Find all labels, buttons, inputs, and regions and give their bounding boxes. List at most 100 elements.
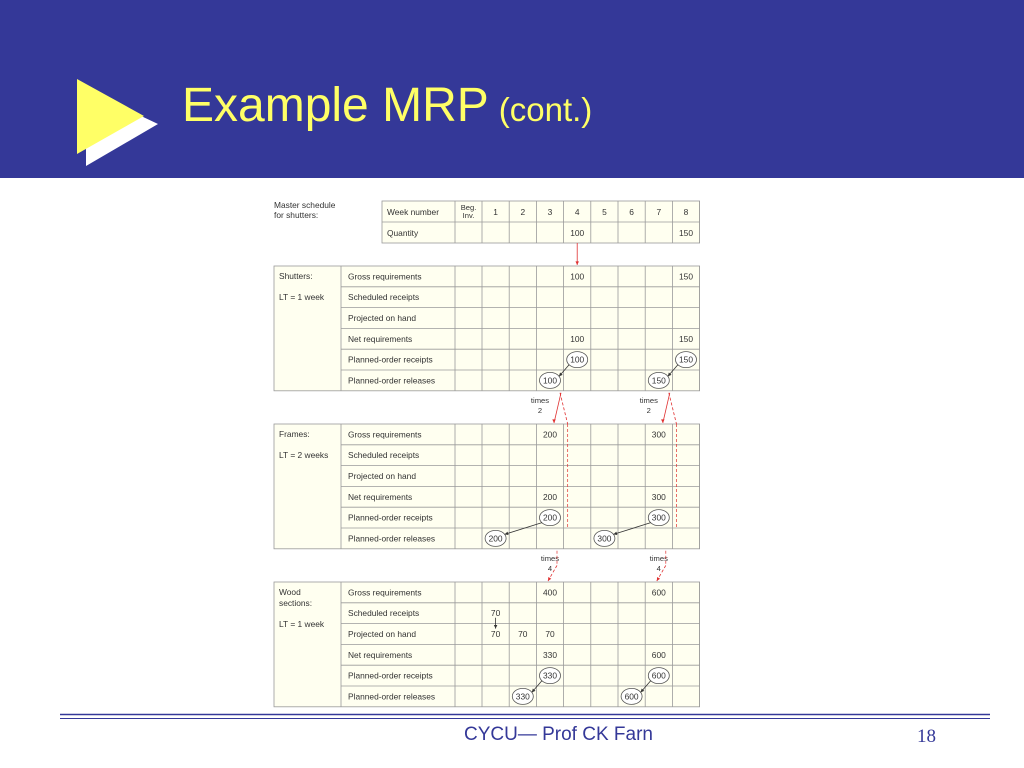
slide-title: Example MRP(cont.) bbox=[182, 78, 592, 133]
row-label: Scheduled receipts bbox=[348, 608, 419, 618]
week-number: 3 bbox=[548, 207, 553, 217]
cell-value: 600 bbox=[652, 671, 666, 681]
footer-credit: CYCU— Prof CK Farn bbox=[464, 724, 653, 745]
circled-value-ring bbox=[620, 687, 643, 705]
offset-arrow-head bbox=[667, 372, 672, 377]
cell-value: 330 bbox=[543, 650, 557, 660]
master-quantity-value: 100 bbox=[570, 228, 584, 238]
row-label: Gross requirements bbox=[348, 587, 422, 597]
demand-link-head bbox=[575, 261, 579, 265]
master-schedule-label: for shutters: bbox=[274, 210, 318, 220]
multiplier-word: times bbox=[531, 396, 549, 405]
cell-value: 150 bbox=[679, 334, 693, 344]
multiplier-value: 2 bbox=[647, 406, 651, 415]
circled-value-ring bbox=[539, 667, 561, 685]
multiplier-value: 2 bbox=[538, 406, 542, 415]
circled-value-ring bbox=[647, 509, 670, 527]
beg-inv-label: Beg. bbox=[461, 203, 477, 212]
cell-value: 300 bbox=[597, 533, 611, 543]
row-label: Planned-order receipts bbox=[348, 355, 433, 365]
row-label: Planned-order receipts bbox=[348, 513, 433, 523]
explosion-link bbox=[559, 392, 569, 425]
row-label: Projected on hand bbox=[348, 313, 416, 323]
row-label: Planned-order releases bbox=[348, 533, 435, 543]
circled-value-ring bbox=[539, 509, 561, 527]
week-number: 5 bbox=[602, 207, 607, 217]
item-lead-time: LT = 1 week bbox=[279, 292, 325, 302]
play-arrow-icon bbox=[77, 79, 158, 166]
multiplier-value: 4 bbox=[548, 564, 552, 573]
cell-value: 600 bbox=[652, 587, 666, 597]
cell-value: 200 bbox=[489, 533, 503, 543]
title-text: Example MRP bbox=[182, 79, 489, 132]
cell-value: 200 bbox=[543, 429, 557, 439]
week-number: 1 bbox=[493, 207, 498, 217]
cell-value: 600 bbox=[652, 650, 666, 660]
week-number: 7 bbox=[656, 207, 661, 217]
offset-arrow bbox=[504, 522, 543, 535]
cell-value: 150 bbox=[679, 355, 693, 365]
cell-value: 100 bbox=[570, 355, 584, 365]
circled-value-ring bbox=[675, 351, 697, 369]
cell-value: 200 bbox=[543, 513, 557, 523]
explosion-link bbox=[553, 392, 562, 424]
slide-header bbox=[0, 0, 1024, 178]
cell-value: 330 bbox=[543, 671, 557, 681]
week-number: 8 bbox=[684, 207, 689, 217]
cell-value: 300 bbox=[652, 492, 666, 502]
cell-value: 70 bbox=[518, 629, 528, 639]
receipt-arrow-head bbox=[493, 624, 498, 629]
row-label: Projected on hand bbox=[348, 471, 416, 481]
circled-value-ring bbox=[647, 667, 670, 685]
offset-arrow-head bbox=[559, 372, 563, 377]
multiplier-word: times bbox=[640, 396, 658, 405]
explosion-link bbox=[662, 392, 671, 424]
row-label: Gross requirements bbox=[348, 429, 422, 439]
multiplier-word: times bbox=[650, 554, 668, 563]
item-name: Frames: bbox=[279, 429, 310, 439]
row-label: Planned-order releases bbox=[348, 375, 435, 385]
row-label: Net requirements bbox=[348, 650, 412, 660]
beg-inv-label: Inv. bbox=[463, 211, 475, 220]
explosion-link-head bbox=[548, 577, 552, 581]
circled-value-ring bbox=[593, 529, 616, 547]
row-label: Planned-order receipts bbox=[348, 671, 433, 681]
item-name: Wood bbox=[279, 587, 301, 597]
title-subtitle: (cont.) bbox=[498, 91, 593, 128]
cell-value: 600 bbox=[625, 691, 639, 701]
cell-value: 150 bbox=[652, 375, 666, 385]
multiplier-value: 4 bbox=[657, 564, 661, 573]
circled-value-ring bbox=[566, 351, 589, 369]
cell-value: 100 bbox=[570, 271, 584, 281]
row-label: Gross requirements bbox=[348, 271, 422, 281]
cell-value: 330 bbox=[516, 691, 530, 701]
row-label: Net requirements bbox=[348, 334, 412, 344]
week-number: 6 bbox=[629, 207, 634, 217]
item-lead-time: LT = 1 week bbox=[279, 619, 325, 629]
item-name: Shutters: bbox=[279, 271, 313, 281]
row-label: Scheduled receipts bbox=[348, 450, 419, 460]
cell-value: 300 bbox=[652, 429, 666, 439]
offset-arrow-head bbox=[613, 531, 618, 535]
offset-arrow-head bbox=[504, 531, 509, 535]
explosion-link bbox=[668, 392, 677, 425]
circled-value-ring bbox=[539, 371, 561, 389]
circled-value-ring bbox=[647, 371, 670, 389]
page-number: 18 bbox=[917, 726, 936, 747]
row-label: Projected on hand bbox=[348, 629, 416, 639]
master-header-label: Week number bbox=[387, 207, 439, 217]
offset-arrow bbox=[613, 522, 651, 535]
circled-value-ring bbox=[511, 687, 534, 705]
master-schedule-label: Master schedule bbox=[274, 200, 336, 210]
item-name: sections: bbox=[279, 598, 312, 608]
cell-value: 400 bbox=[543, 587, 557, 597]
master-quantity-label: Quantity bbox=[387, 228, 419, 238]
master-quantity-value: 150 bbox=[679, 228, 693, 238]
cell-value: 70 bbox=[491, 608, 501, 618]
row-label: Scheduled receipts bbox=[348, 292, 419, 302]
explosion-link-head bbox=[656, 577, 661, 581]
row-label: Planned-order releases bbox=[348, 691, 435, 701]
row-label: Net requirements bbox=[348, 492, 412, 502]
multiplier-word: times bbox=[541, 554, 559, 563]
